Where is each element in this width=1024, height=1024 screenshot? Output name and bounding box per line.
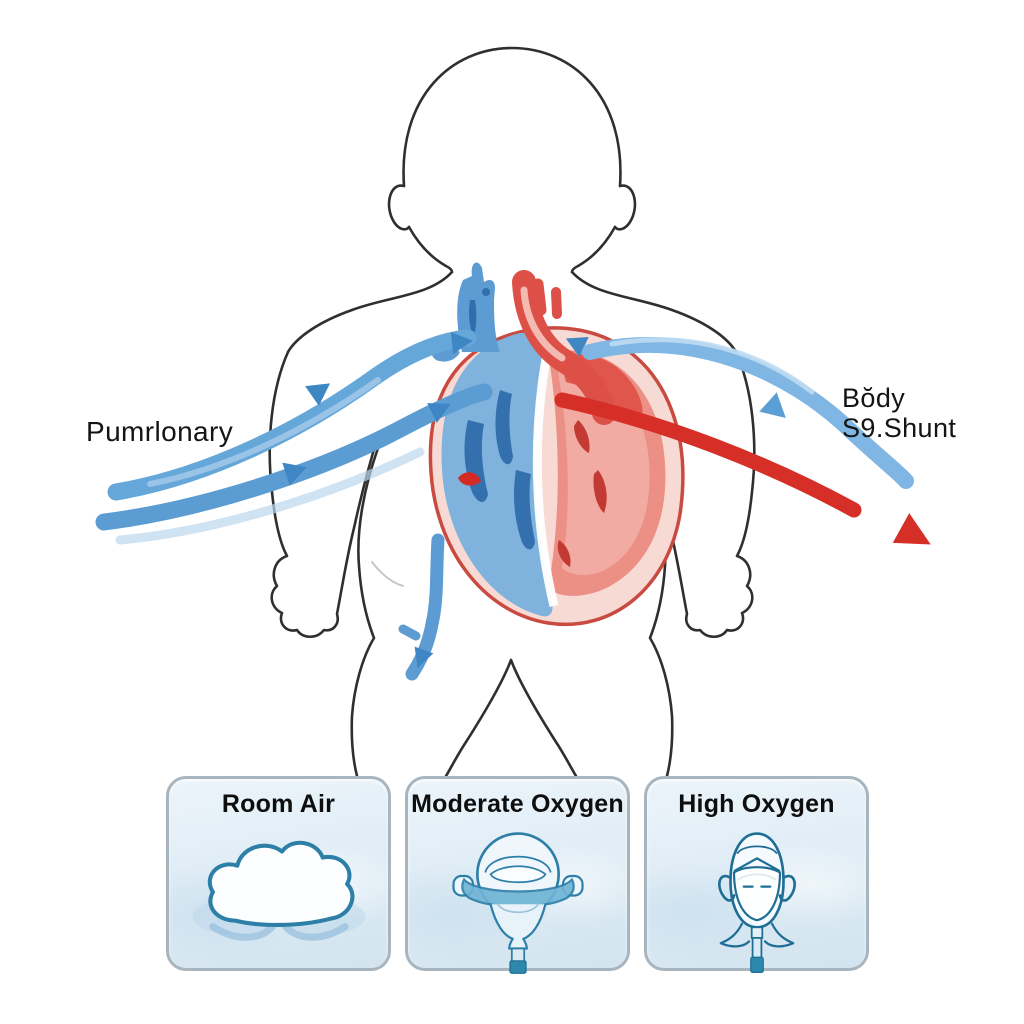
down-arrowhead [414, 646, 434, 668]
body-heart-figure [95, 46, 931, 778]
body-flow-arrow-blue [582, 337, 914, 489]
panel-moderate-oxygen: Moderate Oxygen [405, 776, 630, 974]
left-ear [387, 184, 411, 231]
oxygen-hood-icon [451, 832, 584, 974]
heart-septum [532, 347, 559, 608]
body-shunt-label-line2: S9.Shunt [842, 413, 957, 443]
body-shunt-label: Bŏdy S9.Shunt [842, 383, 956, 443]
panel-moderate-oxygen-title: Moderate Oxygen [411, 790, 624, 818]
body-flow-arrow-red [554, 392, 931, 545]
red-arrowhead [892, 513, 931, 545]
panel-high-oxygen-title: High Oxygen [678, 790, 835, 818]
heart-two-chambers [428, 262, 685, 626]
panel-high-oxygen: High Oxygen [644, 776, 869, 974]
body-shunt-label-line1: Bŏdy [842, 383, 906, 413]
pulmonary-arrowheads [282, 332, 473, 486]
cloud-icon [192, 840, 365, 941]
blue-arrowhead [759, 392, 786, 419]
panel-room-air: Room Air [166, 776, 391, 971]
oxygen-panels: Room Air Moderate Oxygen [166, 776, 871, 974]
descending-vein [398, 533, 445, 681]
panel-room-air-title: Room Air [221, 790, 336, 818]
oxygen-mask-icon [717, 832, 796, 974]
pulmonary-arrow-lower [95, 383, 493, 531]
pulmonary-flow-arrows [95, 329, 493, 545]
aorta [512, 270, 616, 425]
heart-right-marks [557, 420, 607, 567]
heart-inlet-arrowhead [565, 337, 589, 357]
right-ear [613, 184, 637, 231]
pulmonary-label: Pumrlonary [86, 416, 234, 447]
